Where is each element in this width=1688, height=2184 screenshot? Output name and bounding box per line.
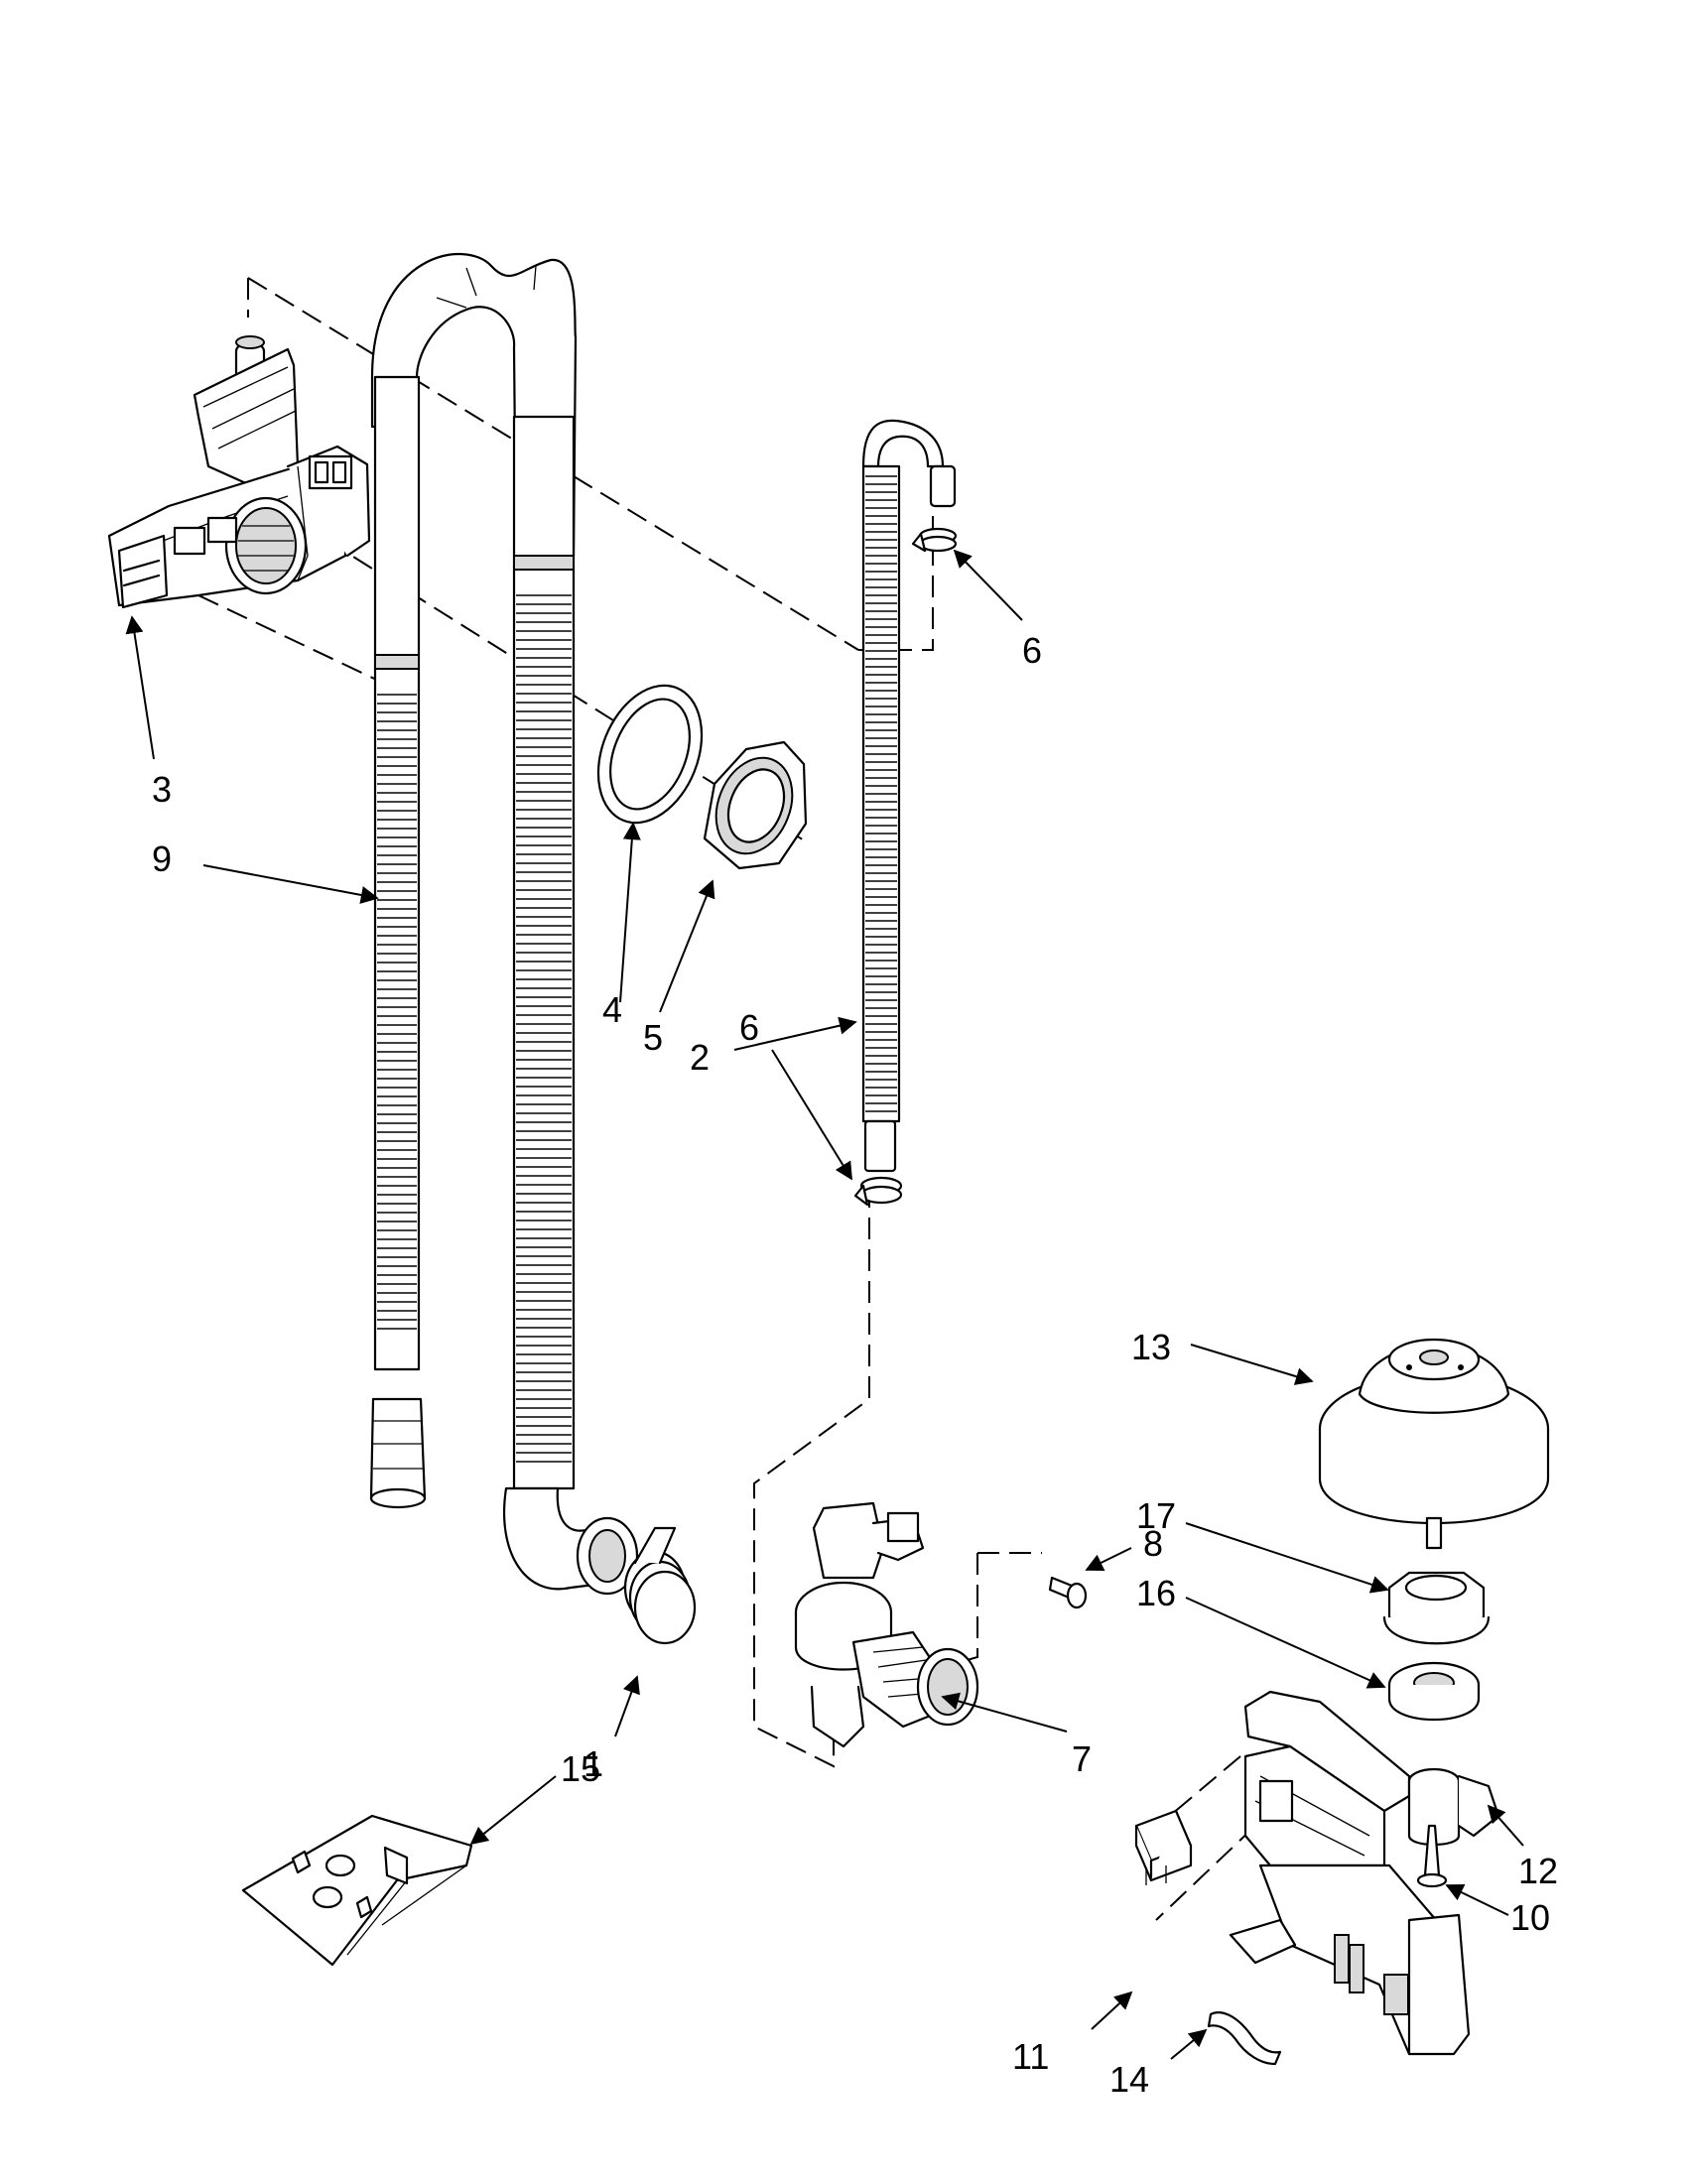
- screw-part-8: [1048, 1576, 1088, 1609]
- callout-7: 7: [1072, 1738, 1092, 1779]
- micro-switch-part-11: [1134, 1809, 1193, 1885]
- callout-9: 9: [152, 838, 172, 879]
- switch-mount-plate: [1229, 1863, 1471, 2056]
- callout-3: 3: [152, 769, 172, 810]
- screw-part-10: [1416, 1824, 1448, 1888]
- callout-15: 15: [561, 1748, 600, 1789]
- hose-clamp-part-6: [911, 527, 958, 553]
- callout-16: 16: [1136, 1573, 1176, 1613]
- float-switch-bracket-part-12: [1243, 1690, 1500, 1867]
- callout-labels: 1 2 3 4 5 6 6 7 8 9 10 11 12 13 14 15 16…: [152, 630, 1558, 2100]
- spring-clamp-part-1: [623, 1526, 697, 1645]
- callout-12: 12: [1518, 1851, 1558, 1891]
- float-gasket-part-16: [1387, 1661, 1481, 1721]
- hose-clamp-part-6: [853, 1176, 903, 1207]
- callout-4: 4: [602, 989, 622, 1030]
- callout-10: 10: [1510, 1897, 1550, 1938]
- float-nut-part-17: [1382, 1571, 1491, 1645]
- actuator-part-14: [1207, 2011, 1282, 2066]
- nut-part-5: [703, 740, 808, 870]
- hose-corrugation: [516, 594, 572, 1463]
- fill-hose-part-2: [861, 419, 957, 1173]
- float-part-13: [1318, 1338, 1550, 1550]
- callout-11: 11: [1012, 2036, 1049, 2077]
- hose-corrugation: [377, 694, 417, 1330]
- callout-14: 14: [1109, 2059, 1149, 2100]
- callout-6b: 6: [739, 1007, 759, 1048]
- hardware-bag-part-15: [241, 1814, 473, 1967]
- callout-17: 17: [1136, 1495, 1176, 1536]
- callout-2: 2: [690, 1037, 710, 1078]
- callout-8: 8: [1143, 1523, 1163, 1564]
- gasket-part-4: [596, 684, 704, 825]
- callout-6a: 6: [1022, 630, 1042, 671]
- vent-bracket-part-3: [107, 335, 371, 609]
- callout-5: 5: [643, 1017, 663, 1058]
- callout-1: 1: [584, 1743, 603, 1784]
- hose-corrugation: [865, 475, 897, 1112]
- leader-lines: [125, 549, 1524, 2060]
- drain-hose-part-9: [369, 253, 639, 1596]
- inlet-valve-part-7: [794, 1501, 979, 1748]
- callout-13: 13: [1131, 1327, 1171, 1367]
